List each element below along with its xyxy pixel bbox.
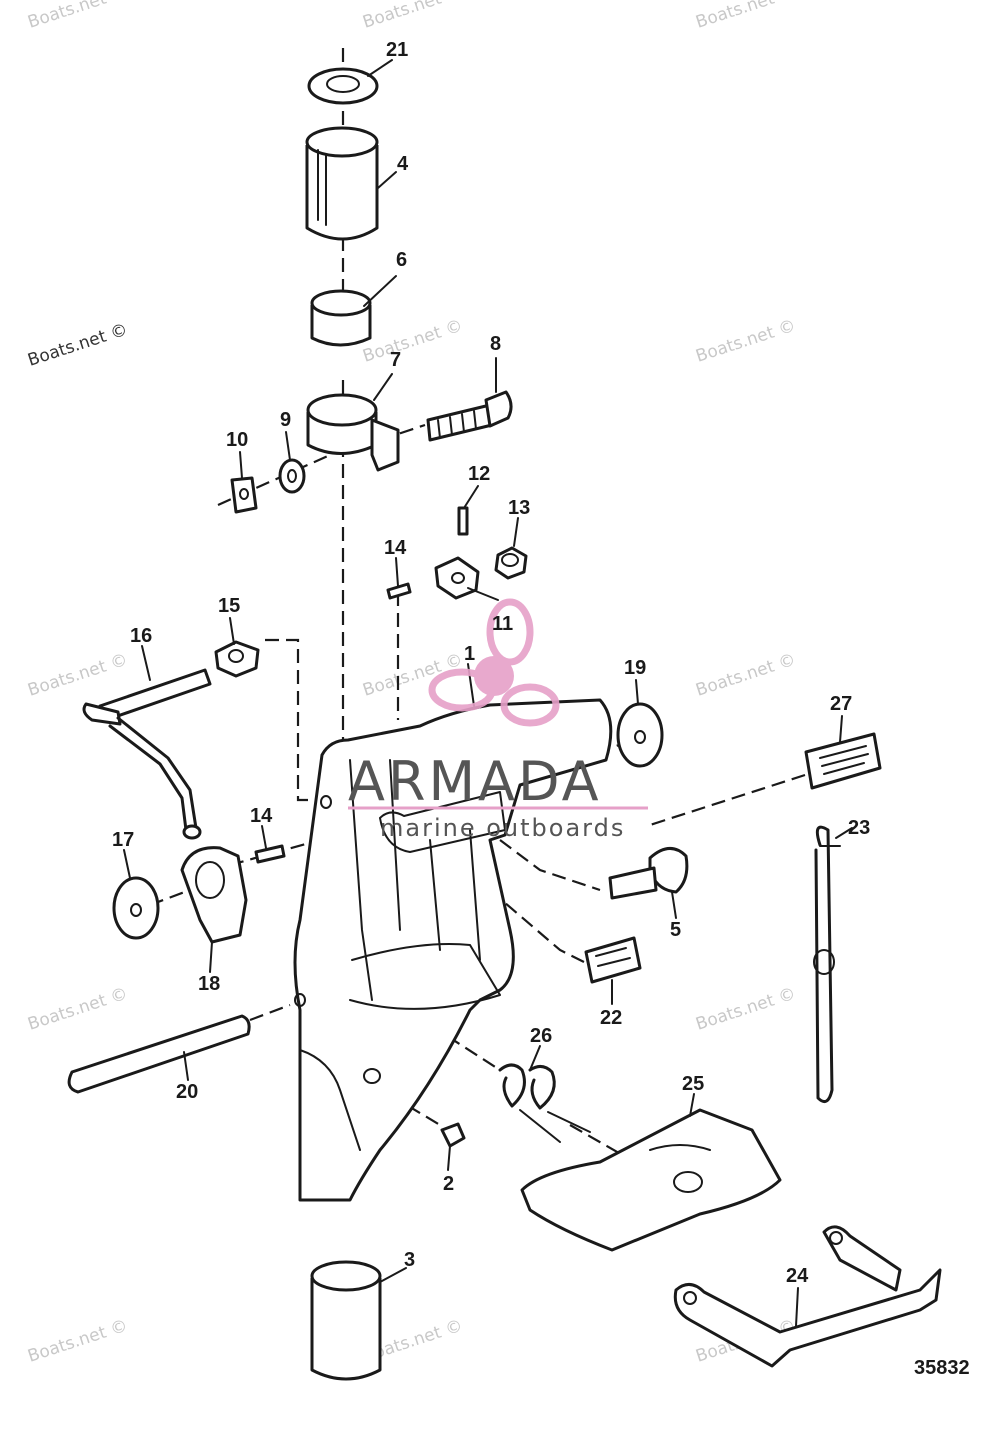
part-22-decal (584, 936, 642, 984)
brand-name: ARMADA (348, 750, 602, 813)
label-part-3: 3 (404, 1249, 415, 1271)
part-14-pin (254, 844, 286, 864)
label-part-19: 19 (624, 657, 646, 679)
label-part-9: 9 (280, 409, 291, 431)
watermark: Boats.net © (25, 0, 130, 33)
brand-logo: ARMADA marine outboards (348, 598, 648, 842)
watermark: Boats.net © (25, 984, 130, 1035)
diagram-number: 35832 (914, 1357, 970, 1379)
label-part-14: 14 (250, 805, 273, 827)
label-part-25: 25 (682, 1073, 704, 1095)
part-1-swivel-bracket (293, 698, 613, 1202)
part-labels: 21 4 6 7 8 9 10 12 13 14 11 15 16 1 19 2… (112, 39, 870, 1287)
watermark: Boats.net © (693, 316, 798, 367)
part-5-screw (608, 847, 689, 900)
part-13-bushing (494, 546, 528, 580)
label-part-18: 18 (198, 973, 220, 995)
part-7-clamp (306, 393, 400, 472)
watermark-dark: Boats.net © (25, 320, 130, 371)
part-3-bushing (310, 1260, 382, 1381)
part-9-washer (278, 458, 306, 494)
label-part-24: 24 (786, 1265, 809, 1287)
label-part-26: 26 (530, 1025, 552, 1047)
part-26-spring (498, 1063, 591, 1143)
watermark: Boats.net © (360, 316, 465, 367)
part-23-spring-clip (813, 825, 841, 1104)
label-part-2: 2 (443, 1173, 454, 1195)
watermark: Boats.net © (25, 1316, 130, 1367)
label-part-16: 16 (130, 625, 152, 647)
label-part-23: 23 (848, 817, 870, 839)
label-part-22: 22 (600, 1007, 622, 1029)
leader-lines (123, 59, 853, 1327)
watermark: Boats.net © (25, 650, 130, 701)
label-part-21: 21 (386, 39, 408, 61)
propeller-icon (428, 598, 560, 727)
part-2-nut (440, 1122, 466, 1148)
watermark: Boats.net © (693, 650, 798, 701)
part-16-rod (82, 668, 212, 840)
label-part-27: 27 (830, 693, 852, 715)
watermark: Boats.net © (693, 984, 798, 1035)
label-part-7: 7 (390, 349, 401, 371)
brand-tagline: marine outboards (380, 814, 625, 842)
label-part-5: 5 (670, 919, 681, 941)
label-part-20: 20 (176, 1081, 198, 1103)
watermark: Boats.net © (360, 0, 465, 33)
label-part-6: 6 (396, 249, 407, 271)
part-15-bushing (214, 640, 260, 678)
part-18-bracket (180, 846, 248, 944)
part-27-decal (804, 732, 882, 790)
part-21-washer (307, 67, 379, 105)
part-17-washer (112, 876, 160, 940)
part-20-rod (67, 1014, 251, 1094)
watermark: Boats.net © (693, 0, 798, 33)
part-25-plate (520, 1108, 782, 1252)
label-part-15: 15 (218, 595, 240, 617)
part-8-bolt (426, 390, 513, 442)
label-part-8: 8 (490, 333, 501, 355)
part-4-bushing (305, 126, 379, 241)
label-part-11: 11 (492, 613, 513, 635)
part-14-pin (386, 582, 412, 600)
label-part-13: 13 (508, 497, 530, 519)
label-part-10: 10 (226, 429, 248, 451)
part-12-pin (457, 506, 469, 536)
part-10-nut (230, 476, 258, 514)
label-part-14: 14 (384, 537, 407, 559)
label-part-12: 12 (468, 463, 490, 485)
part-6-bushing (310, 289, 372, 347)
part-24-tilt-lever (673, 1225, 942, 1368)
part-11-block (434, 556, 480, 600)
label-part-1: 1 (464, 643, 475, 665)
part-19-washer (616, 702, 664, 768)
label-part-4: 4 (397, 153, 409, 175)
label-part-17: 17 (112, 829, 134, 851)
